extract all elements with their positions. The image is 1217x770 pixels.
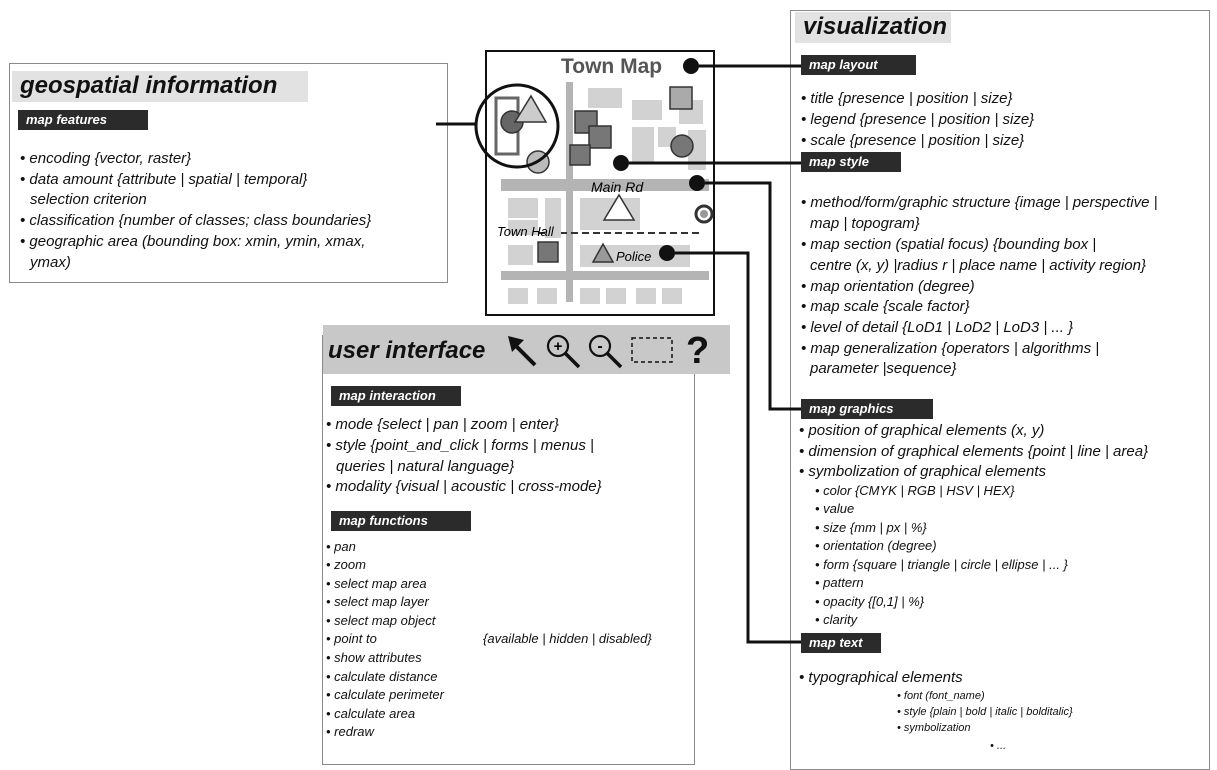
- connector-line: [705, 181, 801, 411]
- symbol-item: • pattern: [815, 575, 864, 590]
- text-sub-item: • style {plain | bold | italic | boldita…: [897, 706, 1073, 718]
- road: [501, 271, 709, 280]
- zoom-out-symbol: -: [597, 338, 602, 355]
- symbol-item: • value: [815, 501, 855, 516]
- symbol-item: • color {CMYK | RGB | HSV | HEX}: [815, 483, 1015, 498]
- text-sub-item: • ...: [990, 740, 1007, 752]
- geo-item: • geographic area (bounding box: xmin, y…: [20, 233, 366, 250]
- symbol-item: • size {mm | px | %}: [815, 520, 927, 535]
- function-item: • point to: [326, 631, 377, 646]
- road: [566, 82, 573, 302]
- style-item: map | topogram}: [810, 215, 920, 232]
- town-hall-building: [537, 241, 559, 263]
- interaction-item: • mode {select | pan | zoom | enter}: [326, 416, 559, 433]
- town-map-diagram: Town Map Main Rd Town Hall Police: [436, 50, 801, 644]
- geo-item: • encoding {vector, raster}: [20, 150, 192, 167]
- user-interface-panel: [322, 335, 695, 765]
- connector-dot: [683, 58, 699, 74]
- layout-item: • legend {presence | position | size}: [801, 111, 1035, 128]
- toolbar-background: [323, 325, 730, 374]
- style-item: • map section (spatial focus) {bounding …: [801, 236, 1097, 253]
- graphics-item: • symbolization of graphical elements: [799, 463, 1047, 480]
- style-item: • map scale {scale factor}: [801, 298, 970, 315]
- symbol-item: • orientation (degree): [815, 538, 937, 553]
- main-rd-label: Main Rd: [591, 179, 644, 195]
- layout-item: • scale {presence | position | size}: [801, 132, 1025, 149]
- building-square: [588, 125, 612, 149]
- pointer-arrow-icon[interactable]: [503, 331, 541, 369]
- function-item: • zoom: [326, 557, 366, 572]
- text-sub-item: • symbolization: [897, 722, 971, 734]
- interaction-item: queries | natural language}: [336, 458, 515, 475]
- map-functions-tag: map functions: [331, 511, 471, 531]
- connector-dot: [613, 155, 629, 171]
- symbol-item: • opacity {[0,1] | %}: [815, 594, 925, 609]
- police-triangle: [591, 242, 615, 263]
- geo-item: • data amount {attribute | spatial | tem…: [20, 171, 308, 188]
- geospatial-title: geospatial information: [12, 71, 308, 102]
- map-features-tag: map features: [18, 110, 148, 130]
- layout-item: • title {presence | position | size}: [801, 90, 1013, 107]
- connector-dot: [689, 175, 705, 191]
- visualization-title: visualization: [795, 12, 951, 43]
- geo-item: • classification {number of classes; cla…: [20, 212, 372, 229]
- graphics-item: • dimension of graphical elements {point…: [799, 443, 1149, 460]
- function-item: • select map area: [326, 576, 427, 591]
- function-item: • select map object: [326, 613, 436, 628]
- landmark-triangle: [602, 193, 636, 221]
- function-item: • calculate distance: [326, 669, 438, 684]
- function-states: {available | hidden | disabled}: [483, 631, 652, 646]
- map-text-tag: map text: [801, 633, 881, 653]
- poi-circle: [670, 134, 694, 158]
- highlight-triangle: [513, 94, 548, 123]
- function-item: • show attributes: [326, 650, 422, 665]
- style-item: centre (x, y) |radius r | place name | a…: [810, 257, 1146, 274]
- function-item: • select map layer: [326, 594, 429, 609]
- geo-item: selection criterion: [30, 191, 147, 208]
- function-item: • pan: [326, 539, 356, 554]
- map-graphics-tag: map graphics: [801, 399, 933, 419]
- text-item: • typographical elements: [799, 669, 963, 686]
- text-sub-item: • font (font_name): [897, 690, 985, 702]
- interaction-item: • modality {visual | acoustic | cross-mo…: [326, 478, 602, 495]
- zoom-out-icon[interactable]: -: [585, 331, 625, 371]
- function-item: • calculate area: [326, 706, 416, 721]
- zoom-in-symbol: +: [554, 338, 563, 355]
- symbol-item: • form {square | triangle | circle | ell…: [815, 557, 1068, 572]
- style-item: • map orientation (degree): [801, 278, 975, 295]
- function-item: • calculate perimeter: [326, 687, 444, 702]
- map-interaction-tag: map interaction: [331, 386, 461, 406]
- user-interface-title: user interface: [328, 337, 486, 364]
- police-label: Police: [616, 249, 651, 264]
- help-icon[interactable]: ?: [686, 330, 710, 372]
- style-item: • level of detail {LoD1 | LoD2 | LoD3 | …: [801, 319, 1074, 336]
- connector-line: [675, 251, 801, 644]
- building-square: [669, 86, 693, 110]
- style-item: • map generalization {operators | algori…: [801, 340, 1100, 357]
- symbol-item: • clarity: [815, 612, 858, 627]
- town-hall-label: Town Hall: [497, 224, 555, 239]
- town-map-title: Town Map: [561, 55, 662, 78]
- map-layout-tag: map layout: [801, 55, 916, 75]
- building-square: [569, 144, 591, 166]
- style-item: • method/form/graphic structure {image |…: [801, 194, 1158, 211]
- poi-ring-center: [700, 210, 708, 218]
- geo-item: ymax): [30, 254, 71, 271]
- connector-dot: [659, 245, 675, 261]
- zoom-in-icon[interactable]: +: [543, 331, 583, 371]
- select-area-icon[interactable]: [630, 336, 676, 366]
- magnifier-lens: [474, 83, 560, 169]
- graphics-item: • position of graphical elements (x, y): [799, 422, 1045, 439]
- function-item: • redraw: [326, 724, 374, 739]
- map-style-tag: map style: [801, 152, 901, 172]
- style-item: parameter |sequence}: [810, 360, 957, 377]
- interaction-item: • style {point_and_click | forms | menus…: [326, 437, 594, 454]
- road: [501, 179, 709, 191]
